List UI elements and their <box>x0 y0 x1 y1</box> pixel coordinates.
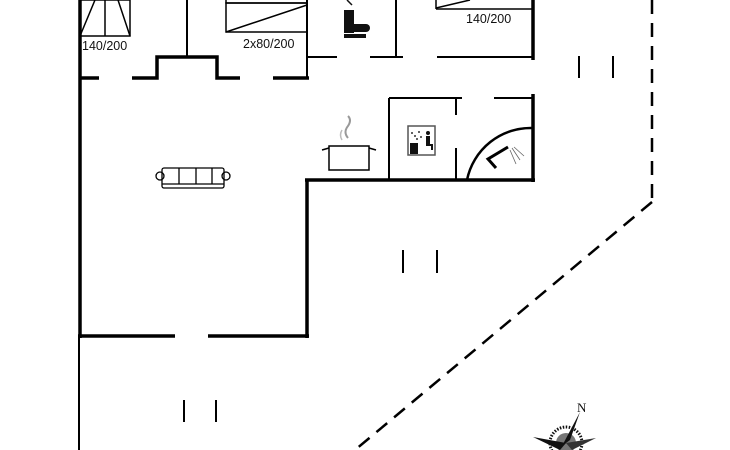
toilet-icon <box>344 0 370 38</box>
bed-size-label: 140/200 <box>82 39 127 53</box>
bed-icon <box>435 0 533 10</box>
sofa-icon <box>155 167 231 189</box>
compass-rose-icon <box>533 412 596 450</box>
interior-walls <box>78 0 533 450</box>
shower-icon <box>465 126 534 181</box>
door-markers <box>183 56 614 422</box>
cooking-pot-icon <box>321 115 377 171</box>
bed-icon <box>79 0 131 37</box>
bed-size-label: 2x80/200 <box>243 37 294 51</box>
bed-icon <box>225 0 308 33</box>
sauna-icon <box>407 125 436 156</box>
terrace-outline <box>354 0 654 450</box>
walls <box>78 0 535 338</box>
bed-size-label: 140/200 <box>466 12 511 26</box>
compass-north-label: N <box>577 400 587 415</box>
